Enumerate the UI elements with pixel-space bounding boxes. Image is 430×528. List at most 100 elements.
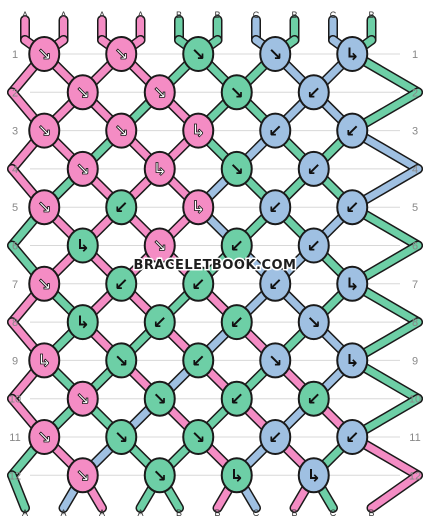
knot: ↘ (66, 74, 99, 111)
knot: ↘ (220, 74, 253, 111)
knot-oval (259, 36, 292, 72)
knot: ↳ (336, 342, 369, 379)
knot-arrow-icon: ↳ (230, 466, 244, 486)
row-label-left: 5 (12, 202, 18, 214)
knot: ↳ (66, 304, 99, 341)
knot: ↳ (143, 150, 176, 187)
knot-arrow-icon: ↙ (268, 122, 282, 142)
knot: ↘ (28, 189, 61, 226)
knot: ↙ (182, 265, 215, 302)
knot: ↳ (336, 265, 369, 302)
knot-arrow-icon: ↘ (153, 237, 167, 257)
knot: ↳ (66, 227, 99, 264)
knot-oval (105, 265, 138, 302)
knot: ↘ (105, 112, 138, 149)
knot: ↙ (143, 304, 176, 341)
knot-arrow-icon: ↘ (37, 122, 51, 142)
knot: ↳ (297, 457, 330, 494)
knot: ↙ (259, 419, 292, 455)
bottom-strand-letter: A (60, 508, 66, 518)
knot-oval (66, 227, 99, 264)
watermark-text: BRACELETBOOK.COM (134, 258, 297, 273)
knot: ↘ (143, 380, 176, 417)
knot: ↘ (105, 342, 138, 379)
knot-arrow-icon: ↳ (37, 351, 51, 371)
top-strand-letter: A (137, 10, 143, 20)
row-label-left: 1 (12, 49, 18, 61)
knot: ↘ (259, 36, 292, 72)
knot-oval (259, 189, 292, 226)
bottom-strand-letter: C (330, 508, 337, 518)
row-label-left: 9 (12, 355, 18, 367)
knot: ↙ (297, 150, 330, 187)
knot-arrow-icon: ↙ (114, 198, 128, 218)
knot-arrow-icon: ↙ (230, 390, 244, 410)
row-label-right: 12 (409, 470, 421, 482)
top-strand-letter: C (253, 10, 260, 20)
knot: ↘ (28, 112, 61, 149)
knot-oval (182, 36, 215, 72)
knot-oval (105, 112, 138, 149)
knot-oval (143, 304, 176, 341)
knot-oval (297, 304, 330, 341)
knot-oval (182, 419, 215, 455)
knot: ↘ (105, 419, 138, 455)
knot-oval (28, 419, 61, 455)
knot: ↘ (259, 342, 292, 379)
knot-oval (336, 342, 369, 379)
knot-oval (336, 36, 369, 72)
knot: ↙ (105, 265, 138, 302)
knot-layer: ↘↘↘↘↳↘↘↘↙↘↘↳↙↙↘↳↘↙↘↙↳↙↙↳↘↙↙↘↙↙↙↳↳↙↙↘↳↘↙↘… (28, 36, 369, 494)
knot-arrow-icon: ↘ (153, 83, 167, 103)
knot-oval (28, 112, 61, 149)
knot: ↳ (220, 457, 253, 494)
knot-oval (297, 74, 330, 111)
knot: ↘ (28, 419, 61, 455)
row-label-right: 3 (412, 126, 418, 138)
knot: ↘ (28, 36, 61, 72)
knot-oval (259, 112, 292, 149)
knot: ↙ (336, 189, 369, 226)
knot-oval (336, 189, 369, 226)
knot-oval (336, 265, 369, 302)
knot-arrow-icon: ↘ (153, 466, 167, 486)
knot-arrow-icon: ↳ (345, 351, 359, 371)
knot: ↳ (336, 36, 369, 72)
knot: ↘ (66, 150, 99, 187)
knot-arrow-icon: ↙ (114, 275, 128, 295)
knot-arrow-icon: ↙ (307, 390, 321, 410)
knot: ↘ (143, 74, 176, 111)
knot-arrow-icon: ↙ (345, 428, 359, 448)
knot-oval (220, 304, 253, 341)
row-label-right: 4 (412, 164, 418, 176)
row-label-right: 9 (412, 355, 418, 367)
knot-oval (297, 457, 330, 494)
row-label-left: 7 (12, 279, 18, 291)
bottom-strand-letter: B (214, 508, 220, 518)
row-label-left: 12 (9, 470, 21, 482)
knot: ↘ (105, 36, 138, 72)
knot-arrow-icon: ↘ (37, 275, 51, 295)
knot: ↙ (220, 304, 253, 341)
knot-arrow-icon: ↙ (307, 160, 321, 180)
knot: ↙ (259, 265, 292, 302)
knot: ↙ (220, 227, 253, 264)
knot-oval (143, 74, 176, 111)
knot-oval (182, 265, 215, 302)
knot-oval (105, 36, 138, 72)
row-label-left: 6 (12, 241, 18, 253)
knot-oval (105, 342, 138, 379)
knot-arrow-icon: ↙ (268, 198, 282, 218)
knot-arrow-icon: ↘ (230, 83, 244, 103)
knot: ↘ (66, 380, 99, 417)
knot-arrow-icon: ↳ (307, 466, 321, 486)
knot-arrow-icon: ↘ (191, 45, 205, 65)
knot-arrow-icon: ↳ (76, 313, 90, 333)
top-strand-letter: B (368, 10, 374, 20)
knot-oval (297, 227, 330, 264)
knot-arrow-icon: ↘ (76, 83, 90, 103)
top-strand-letter: B (214, 10, 220, 20)
top-strand-letter: A (22, 10, 28, 20)
knot: ↘ (143, 457, 176, 494)
